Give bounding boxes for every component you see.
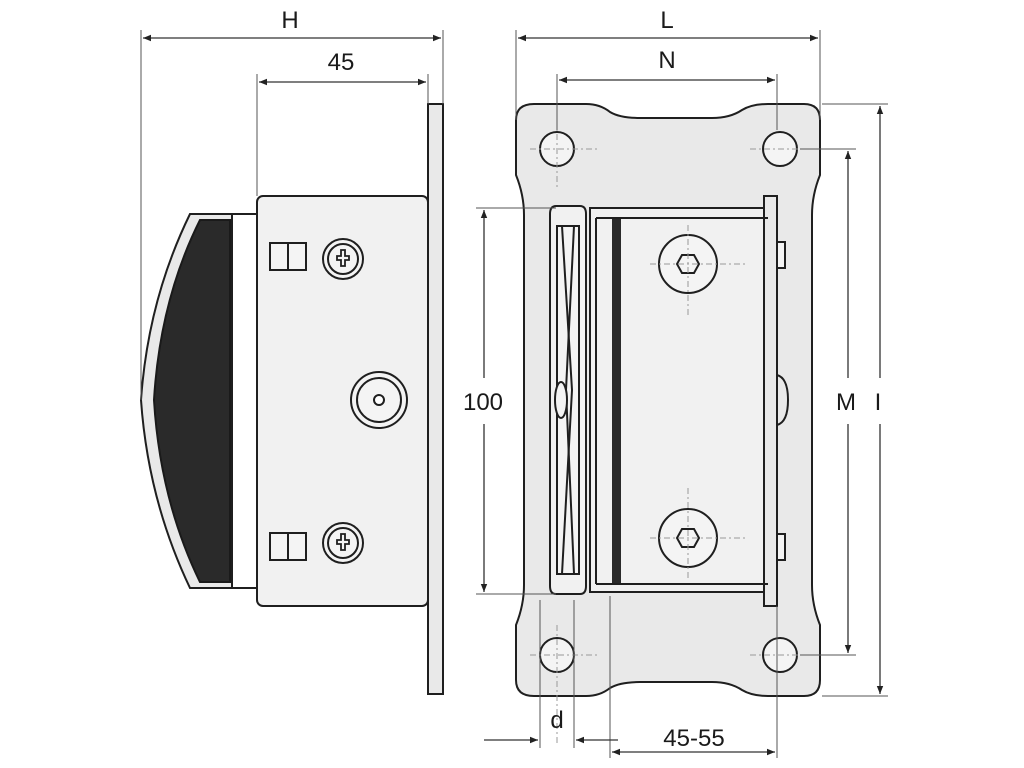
- front-latch-plate: [763, 195, 778, 607]
- label-d: d: [550, 707, 563, 734]
- side-handle-grip: [152, 219, 231, 583]
- label-100: 100: [463, 389, 503, 416]
- label-N: N: [658, 47, 675, 74]
- label-45-55: 45-55: [663, 725, 724, 752]
- front-dark-strip: [612, 218, 621, 584]
- label-M: M: [836, 389, 856, 416]
- side-mounting-plate: [427, 103, 444, 695]
- side-view: H 45: [139, 7, 444, 695]
- label-L: L: [660, 7, 673, 34]
- side-screw-bottom: [322, 522, 364, 564]
- front-view: L N 100 M I d 45-55: [463, 7, 888, 758]
- label-I: I: [875, 389, 882, 416]
- side-lock-cylinder: [350, 371, 408, 429]
- label-45: 45: [328, 49, 355, 76]
- side-screw-top: [322, 238, 364, 280]
- label-H: H: [281, 7, 298, 34]
- side-housing: [256, 195, 429, 607]
